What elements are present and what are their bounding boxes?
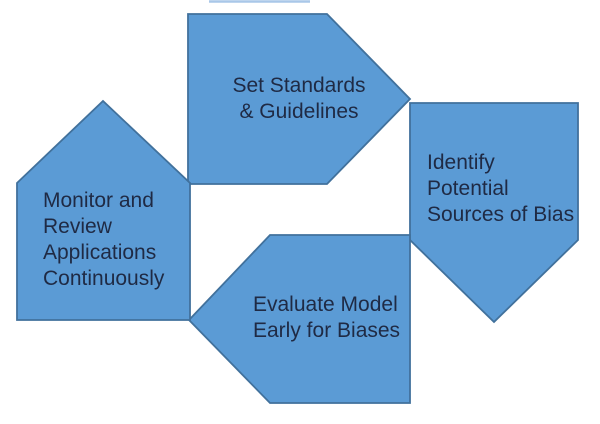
node-label-line: & Guidelines [239, 100, 359, 123]
node-label-line: Applications [43, 241, 157, 264]
node-label-evaluate-model: Evaluate Model Early for Biases [253, 292, 400, 344]
node-label-line: Early for Biases [253, 319, 401, 342]
pentagon-set-standards [187, 13, 412, 185]
node-label-line: Potential [427, 177, 509, 200]
node-label-line: Set Standards [232, 74, 366, 97]
node-label-set-standards: Set Standards & Guidelines [188, 14, 410, 184]
pentagon-identify-sources-of-bias [409, 102, 579, 324]
node-label-lines: Set Standards & Guidelines [232, 73, 365, 125]
node-label-line: Evaluate Model [253, 293, 398, 316]
node-label-line: Identify [427, 151, 495, 174]
pentagon-monitor-review [16, 99, 191, 321]
node-label-line: Sources of Bias [427, 203, 575, 226]
node-label-line: Review [43, 215, 112, 238]
node-label-line: Continuously [43, 267, 165, 290]
node-label-monitor-review: Monitor and Review Applications Continuo… [43, 188, 164, 292]
pentagon-evaluate-model [187, 234, 411, 404]
node-label-identify-sources-of-bias: Identify Potential Sources of Bias [427, 150, 574, 228]
node-label-line: Monitor and [43, 189, 154, 212]
